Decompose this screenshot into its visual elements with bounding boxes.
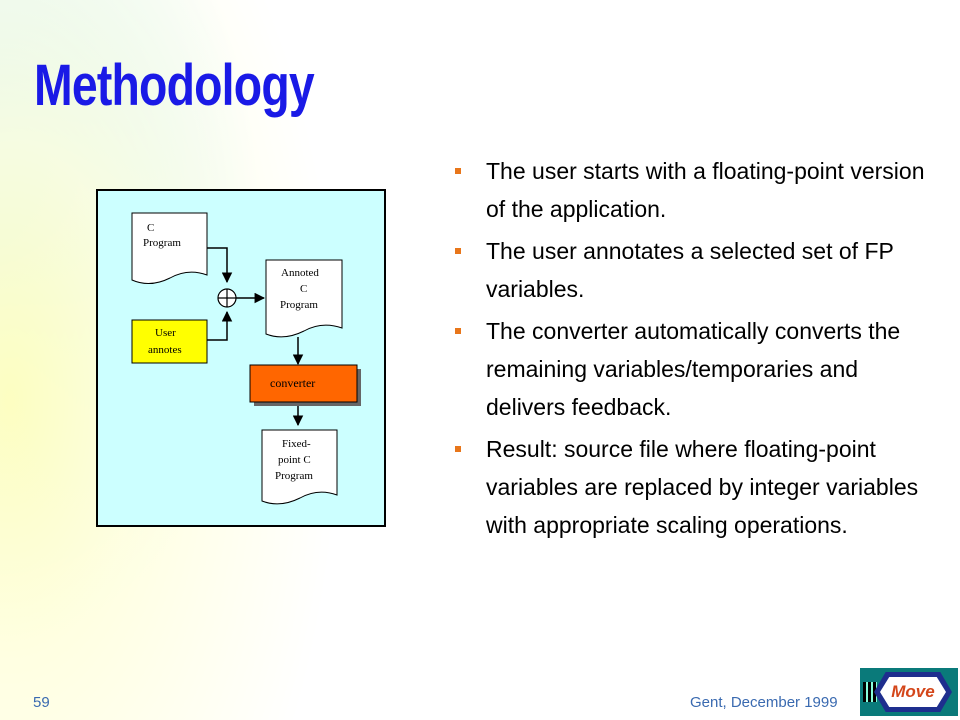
c-program-doc: C Program [131, 212, 208, 284]
bullet-square-icon [455, 168, 461, 174]
bullet-square-icon [455, 248, 461, 254]
bullet-list: The user starts with a floating-point ve… [455, 152, 925, 548]
bullet-item: Result: source file where floating-point… [455, 430, 925, 544]
fixed-line-1: Fixed- [282, 438, 311, 450]
bullet-item: The user annotates a selected set of FP … [455, 232, 925, 308]
c-program-line-1: C [147, 222, 154, 234]
fixed-line-3: Program [275, 470, 313, 482]
annoted-line-2: C [300, 283, 307, 295]
bullet-item: The user starts with a floating-point ve… [455, 152, 925, 228]
c-program-connector [207, 247, 233, 284]
bullet-square-icon [455, 446, 461, 452]
bullet-text: The user annotates a selected set of FP … [486, 238, 894, 302]
user-annotes-box: User annotes [131, 319, 208, 364]
annoted-program-doc: Annoted C Program [265, 259, 343, 338]
user-annotes-line-2: annotes [148, 344, 182, 356]
bullet-item: The converter automatically converts the… [455, 312, 925, 426]
fixed-point-program-doc: Fixed- point C Program [261, 429, 338, 505]
footer-text: Gent, December 1999 [690, 694, 838, 711]
move-diamond-inner [880, 677, 946, 707]
user-annotes-connector [207, 310, 233, 341]
move-button[interactable]: Move [860, 668, 958, 716]
summing-junction-icon [217, 288, 237, 308]
bullet-text: Result: source file where floating-point… [486, 436, 919, 538]
fixed-line-2: point C [278, 454, 311, 466]
user-annotes-line-1: User [155, 327, 176, 339]
page-number: 59 [33, 694, 50, 711]
converter-box: converter [249, 364, 361, 406]
annoted-line-1: Annoted [281, 267, 319, 279]
bullet-square-icon [455, 328, 461, 334]
pause-bars-icon [863, 682, 877, 702]
bullet-text: The converter automatically converts the… [486, 318, 901, 420]
move-label: Move [891, 682, 935, 701]
slide-title: Methodology [34, 53, 315, 118]
bullet-text: The user starts with a floating-point ve… [486, 158, 925, 222]
c-program-line-2: Program [143, 237, 181, 249]
annoted-line-3: Program [280, 299, 318, 311]
converter-label: converter [270, 376, 315, 390]
